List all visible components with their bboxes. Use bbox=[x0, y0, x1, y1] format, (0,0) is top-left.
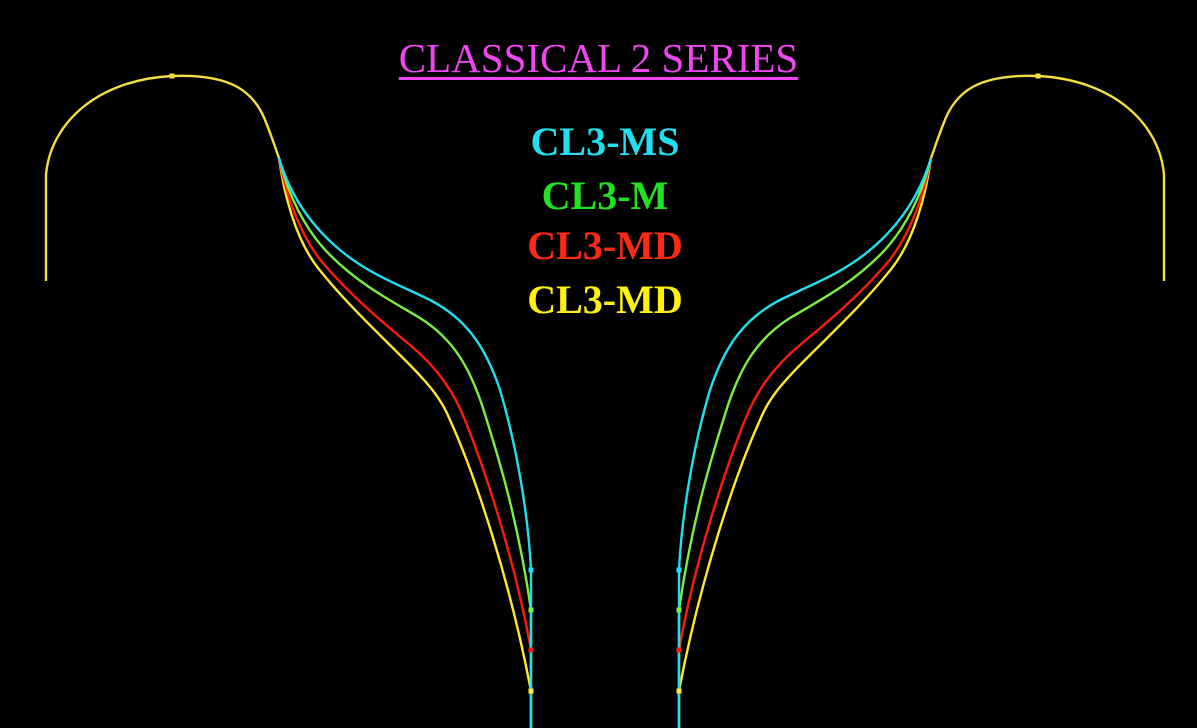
profile-curve-cl3-ms bbox=[277, 157, 533, 728]
curve-node bbox=[528, 607, 534, 613]
profile-outline bbox=[929, 74, 1166, 281]
legend-item-cl3-m: CL3-M bbox=[541, 173, 669, 218]
curve-node bbox=[528, 688, 534, 694]
profile-curve-cl3-md-yellow bbox=[677, 157, 933, 728]
profile-curve-cl3-md bbox=[677, 157, 933, 728]
apex-node bbox=[169, 73, 175, 79]
profile-curve-cl3-m bbox=[277, 157, 533, 728]
profile-curve-cl3-md bbox=[277, 157, 533, 728]
apex-node bbox=[1035, 73, 1041, 79]
profile-outline bbox=[44, 74, 281, 281]
curve-node bbox=[676, 647, 682, 653]
legend-item-cl3-ms: CL3-MS bbox=[530, 119, 680, 164]
left-profile bbox=[44, 73, 534, 728]
curve-node bbox=[528, 567, 534, 573]
curve-node bbox=[676, 688, 682, 694]
legend-item-cl3-md-yellow: CL3-MD bbox=[527, 277, 683, 322]
profile-curve-cl3-md-yellow bbox=[277, 157, 533, 728]
curve-node bbox=[676, 607, 682, 613]
profile-curve-cl3-ms bbox=[677, 157, 933, 728]
right-profile bbox=[676, 73, 1166, 728]
legend-item-cl3-md-red: CL3-MD bbox=[527, 223, 683, 268]
curve-node bbox=[676, 567, 682, 573]
curve-node bbox=[528, 647, 534, 653]
profile-curve-cl3-m bbox=[677, 157, 933, 728]
diagram-title: CLASSICAL 2 SERIES bbox=[398, 35, 799, 81]
